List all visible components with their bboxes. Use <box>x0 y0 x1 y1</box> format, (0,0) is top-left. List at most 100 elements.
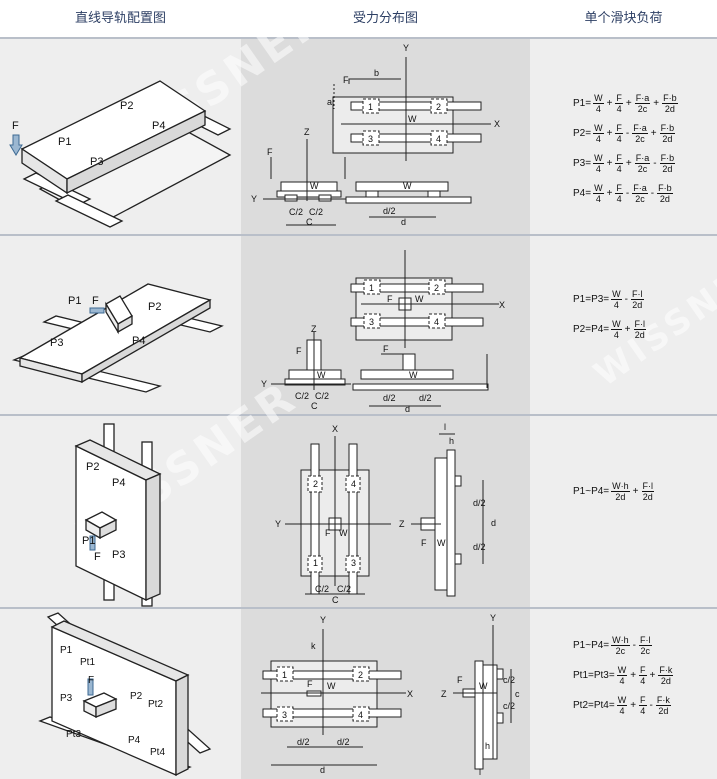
force-label: F <box>296 346 302 356</box>
weight-label: W <box>339 528 348 538</box>
p2-label: P2 <box>130 691 143 702</box>
weight-label: W <box>437 538 446 548</box>
p3-label: P3 <box>60 693 73 704</box>
header-force: 受力分布图 <box>352 11 418 26</box>
dim-d: d <box>320 765 325 775</box>
force-label: F <box>92 295 99 307</box>
axis-y: Y <box>251 194 257 204</box>
p1-label: P1 <box>58 136 71 148</box>
dim-d: d <box>405 404 410 414</box>
axis-y: Y <box>261 379 267 389</box>
axis-z: Z <box>304 127 310 137</box>
p3-label: P3 <box>50 337 63 349</box>
p3-label: P3 <box>90 156 103 168</box>
p1-label: P1 <box>68 295 81 307</box>
dim-c: c <box>515 689 520 699</box>
dim-b: b <box>374 68 379 78</box>
dim-h: h <box>485 741 490 751</box>
dim-l: l <box>479 767 481 777</box>
weight-label: W <box>327 681 336 691</box>
force-label: F <box>343 75 349 85</box>
dim-d-half: d/2 <box>473 498 486 508</box>
dim-d-half: d/2 <box>383 393 396 403</box>
dim-d-half: d/2 <box>383 206 396 216</box>
force-label: F <box>383 344 389 354</box>
dim-d: d <box>401 217 406 227</box>
block-2: 2 <box>358 670 363 680</box>
dim-k: k <box>311 641 316 651</box>
dim-d-half: d/2 <box>297 737 310 747</box>
block-1: 1 <box>368 102 373 112</box>
divider <box>0 607 717 609</box>
block-4: 4 <box>434 317 439 327</box>
dim-c-half: C/2 <box>295 391 309 401</box>
block-3: 3 <box>369 317 374 327</box>
block-4: 4 <box>351 479 356 489</box>
dim-c-half: C/2 <box>289 207 303 217</box>
weight-label: W <box>409 370 418 380</box>
dim-c-half: C/2 <box>337 584 351 594</box>
force-label: F <box>12 120 19 132</box>
pt4-label: Pt4 <box>150 747 165 758</box>
dim-d: d <box>491 518 496 528</box>
p1-label: P1 <box>82 535 95 547</box>
row-3-force-bg <box>241 416 530 607</box>
dim-c-half: c/2 <box>503 675 515 685</box>
p4-label: P4 <box>128 735 141 746</box>
row-2-iso-diagram: F P1 P2 P3 P4 <box>11 283 224 393</box>
axis-z: Z <box>441 689 447 699</box>
divider <box>0 234 717 236</box>
dim-c: C <box>306 217 313 227</box>
pt3-label: Pt3 <box>66 729 81 740</box>
block-2: 2 <box>313 479 318 489</box>
row-2-force-diagram: X F W 1 2 3 4 Z Y F W C/2 C/2 C F W d/2 … <box>261 250 505 414</box>
block-3: 3 <box>282 710 287 720</box>
pt2-label: Pt2 <box>148 699 163 710</box>
dim-d-half: d/2 <box>473 542 486 552</box>
weight-label: W <box>403 181 412 191</box>
row-4-iso-diagram: P1 Pt1 F P2 Pt2 P3 Pt3 P4 Pt4 <box>38 612 212 777</box>
p2-label: P2 <box>86 461 99 473</box>
row-3-iso-diagram: P2 P4 P1 F P3 <box>74 423 162 607</box>
weight-label: W <box>317 370 326 380</box>
weight-label: W <box>479 681 488 691</box>
row-1-iso-diagram: F P2 P4 P1 P3 <box>9 80 232 228</box>
force-label: F <box>387 294 393 304</box>
block-2: 2 <box>436 102 441 112</box>
dim-l: l <box>444 422 446 432</box>
block-1: 1 <box>369 283 374 293</box>
block-1: 1 <box>313 558 318 568</box>
axis-x: X <box>332 424 338 434</box>
weight-label: W <box>310 181 319 191</box>
force-label: F <box>325 528 331 538</box>
force-label: F <box>421 538 427 548</box>
block-3: 3 <box>368 134 373 144</box>
header-single-load: 单个滑块负荷 <box>584 11 663 26</box>
dim-c-half: C/2 <box>315 584 329 594</box>
dim-c-half: c/2 <box>503 701 515 711</box>
header-layout: 直线导轨配置图 <box>74 11 166 26</box>
force-label: F <box>267 147 273 157</box>
force-label: F <box>94 551 101 563</box>
dim-d-half: d/2 <box>419 393 432 403</box>
axis-z: Z <box>399 519 405 529</box>
axis-y: Y <box>490 613 496 623</box>
dim-a: a <box>327 97 332 107</box>
dim-h: h <box>449 436 454 446</box>
row-1-force-diagram: Y X F b a W 1 2 3 4 Z Y F W C/2 C/2 C W … <box>251 43 500 227</box>
block-3: 3 <box>351 558 356 568</box>
p4-label: P4 <box>132 335 145 347</box>
axis-y: Y <box>320 615 326 625</box>
axis-x: X <box>494 119 500 129</box>
axis-x: X <box>499 300 505 310</box>
